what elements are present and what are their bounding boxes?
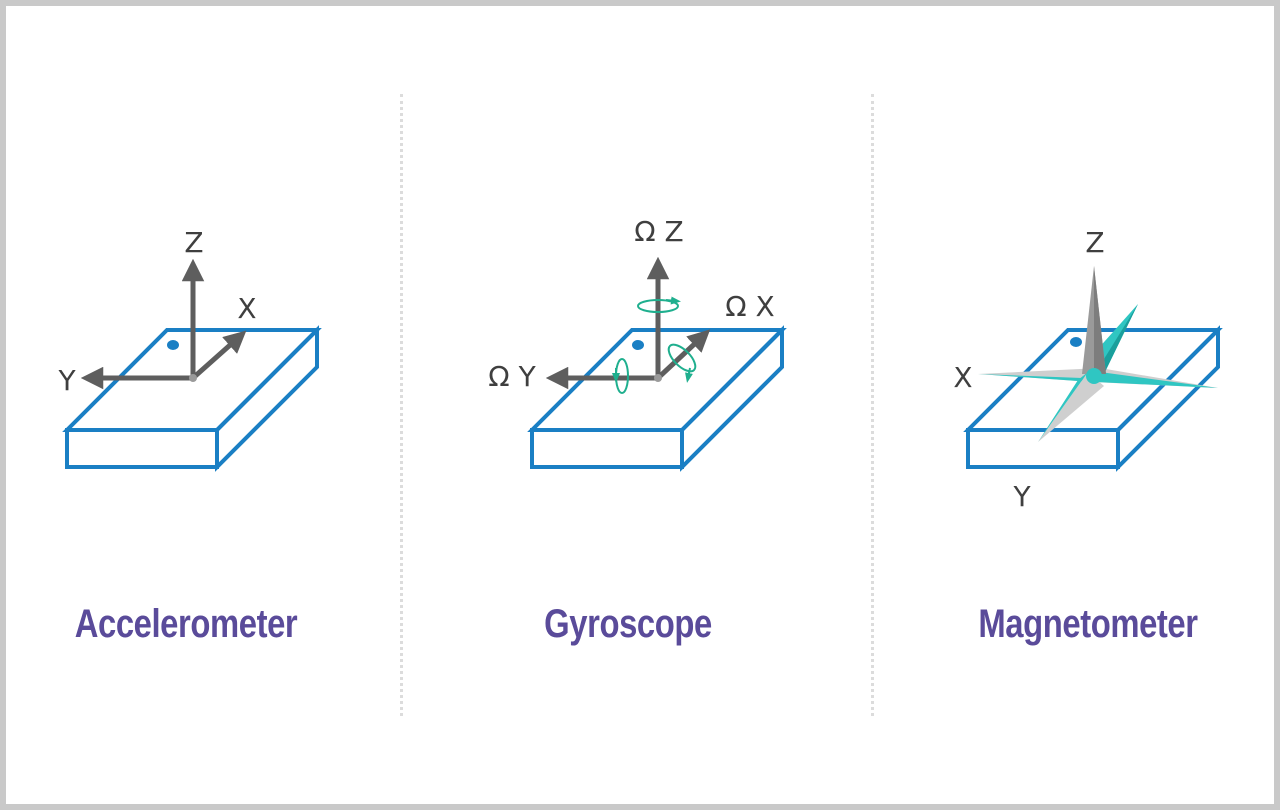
- magnetometer-panel: Z X Y Magnetometer: [860, 0, 1280, 810]
- board-dot: [1070, 337, 1082, 347]
- accelerometer-panel: Z X Y Accelerometer: [0, 0, 420, 810]
- origin-point: [189, 374, 197, 382]
- y-label: Y: [57, 364, 76, 397]
- x-axis-arrow: [191, 330, 247, 380]
- omega-z-label: Ω Z: [634, 215, 683, 248]
- gyroscope-title: Gyroscope: [544, 602, 712, 646]
- divider-right: [871, 94, 874, 716]
- z-label: Z: [1085, 226, 1104, 259]
- board-dot: [167, 340, 179, 350]
- compass-needle: [978, 266, 1218, 442]
- x-label: X: [237, 292, 256, 325]
- z-rotation-arrow: [637, 299, 679, 313]
- omega-x-label: Ω X: [725, 290, 774, 323]
- divider-left: [400, 94, 403, 716]
- z-rotation-arrow-head: [665, 296, 681, 305]
- x-rotation-arrow: [667, 343, 697, 373]
- origin-point: [654, 374, 662, 382]
- x-axis-arrow: [656, 329, 711, 380]
- board-dot: [632, 340, 644, 350]
- accelerometer-title: Accelerometer: [74, 602, 298, 646]
- magnetometer-title: Magnetometer: [978, 602, 1198, 646]
- sensor-board: [527, 325, 787, 472]
- x-label: X: [953, 361, 972, 394]
- omega-y-label: Ω Y: [488, 360, 536, 393]
- accelerometer-diagram: Z X Y: [57, 226, 322, 472]
- gyroscope-panel: Ω Z Ω X Ω Y Gyroscope: [430, 0, 850, 810]
- sensor-board: [963, 325, 1223, 472]
- y-label: Y: [1012, 480, 1031, 513]
- z-label: Z: [184, 226, 203, 259]
- sensor-board: [62, 325, 322, 472]
- x-rotation-arrow-head: [685, 367, 693, 383]
- gyroscope-diagram: Ω Z Ω X Ω Y: [488, 215, 787, 472]
- magnetometer-diagram: Z X Y: [953, 226, 1223, 513]
